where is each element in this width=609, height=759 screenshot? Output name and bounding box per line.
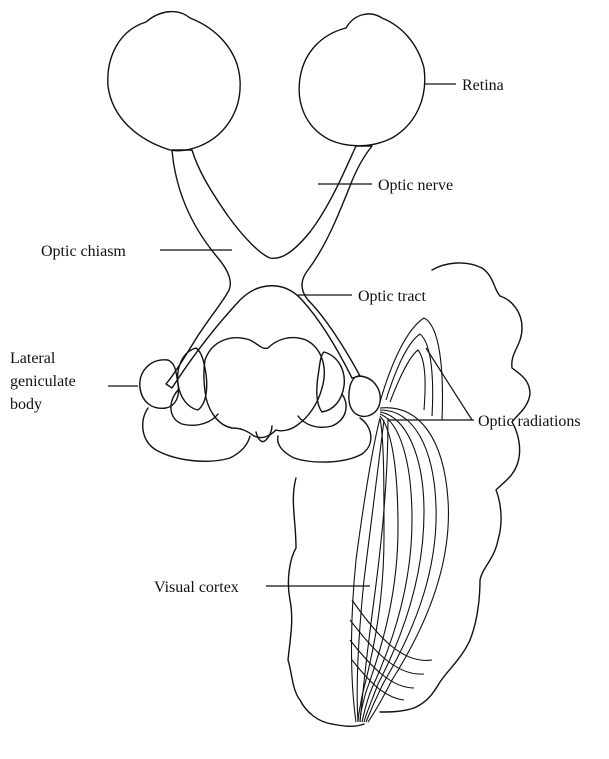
label-lateral-geniculate-line2: geniculate: [10, 373, 76, 390]
labels: Retina Optic nerve Optic chiasm Optic tr…: [10, 77, 581, 596]
right-temporal-base: [278, 418, 371, 462]
right-eyeball: [299, 14, 425, 146]
label-optic-chiasm: Optic chiasm: [41, 243, 126, 260]
optic-pathway-outline: [108, 12, 425, 388]
label-optic-radiations: Optic radiations: [478, 413, 581, 430]
left-temporal-base: [143, 408, 250, 461]
label-lateral-geniculate-line1: Lateral: [10, 350, 56, 367]
radiation-fiber: [366, 410, 436, 722]
label-lateral-geniculate-line3: body: [10, 396, 42, 413]
right-thalamus-lobe: [317, 352, 345, 412]
label-retina: Retina: [462, 77, 504, 94]
right-cerebral-peduncle: [298, 394, 346, 427]
optic-radiations-fibers: [350, 318, 448, 722]
hemisphere-upper-contour: [380, 263, 530, 712]
right-lateral-geniculate-body: [349, 376, 380, 416]
midbrain-aqueduct-notch: [256, 426, 272, 442]
label-visual-cortex: Visual cortex: [154, 579, 239, 596]
radiation-fiber: [386, 334, 433, 416]
left-lateral-geniculate-body: [140, 360, 179, 408]
label-optic-tract: Optic tract: [358, 288, 427, 305]
label-optic-nerve: Optic nerve: [378, 177, 453, 194]
optic-nerves-chiasm-tracts: [166, 146, 372, 388]
radiation-fiber: [380, 318, 442, 420]
midbrain-lgn-group: [140, 338, 380, 463]
left-eyeball: [108, 12, 240, 151]
